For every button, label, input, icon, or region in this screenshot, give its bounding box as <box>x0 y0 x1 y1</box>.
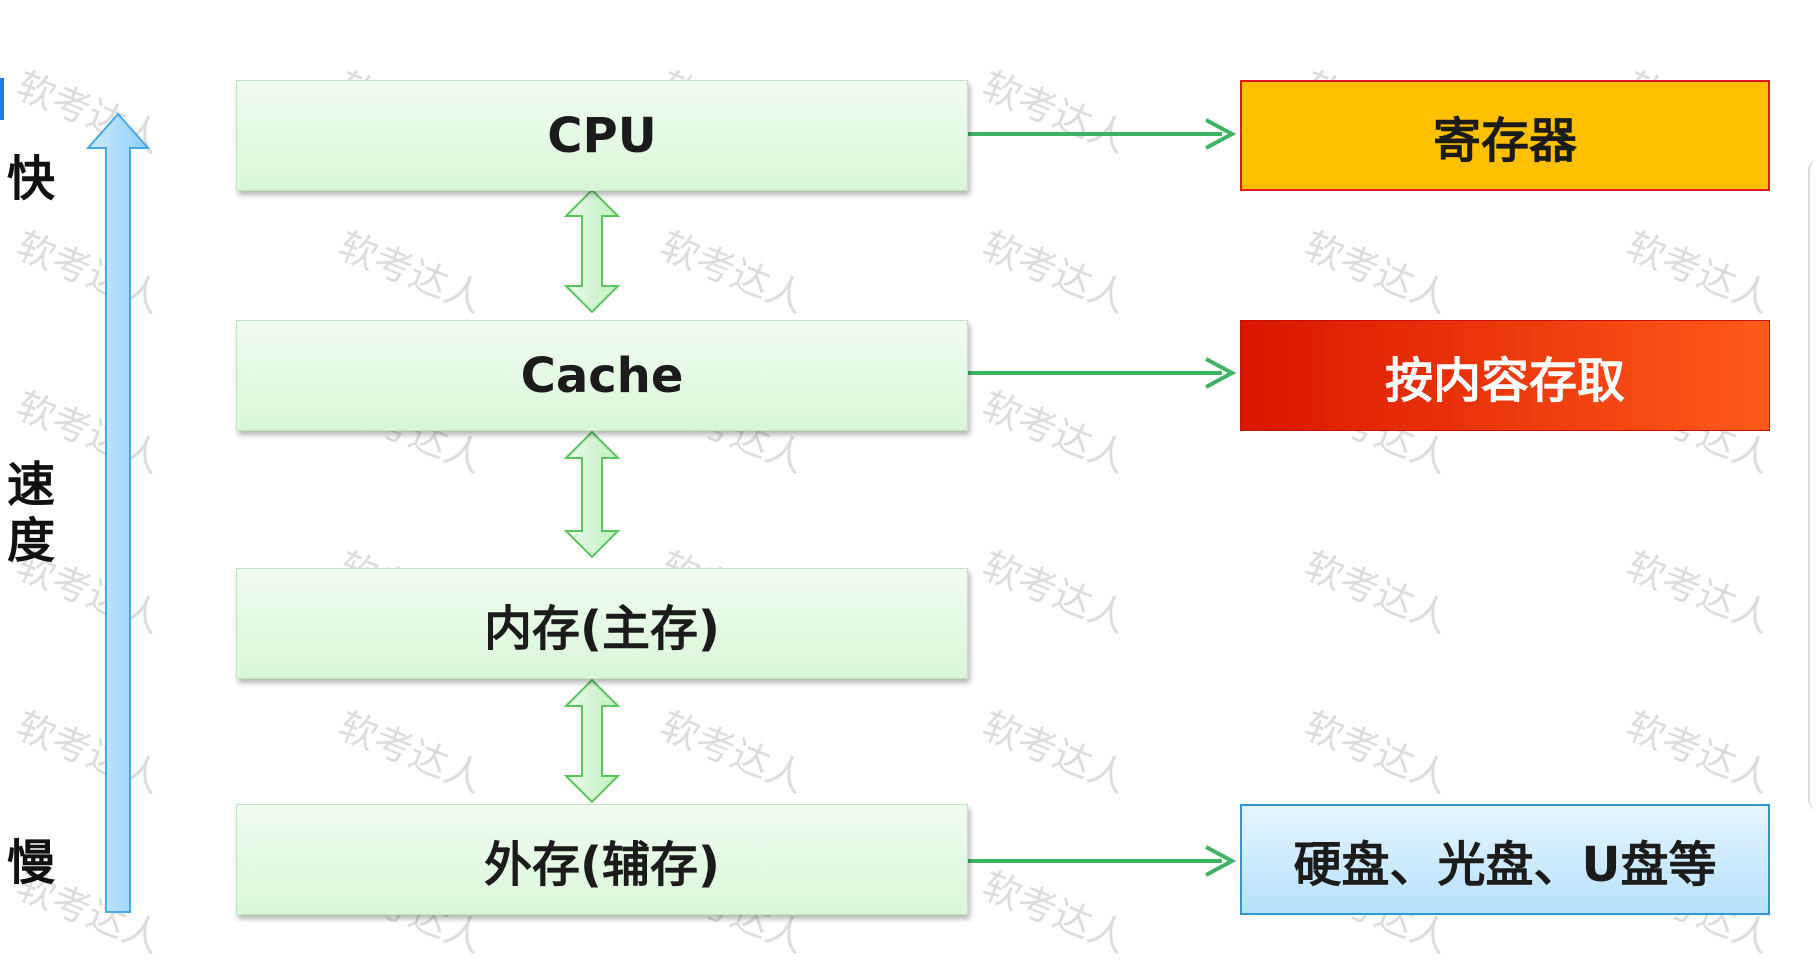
double-arrow-cpu-cache <box>563 188 621 314</box>
speed-label-char-1: 速 <box>6 457 55 513</box>
right-edge-frame <box>1808 160 1816 810</box>
arrow-cache-to-content <box>968 357 1237 389</box>
speed-fast-label: 快 <box>6 151 55 207</box>
speed-slow-label: 慢 <box>6 835 55 891</box>
register-box: 寄存器 <box>1240 80 1770 191</box>
content-addressed-box: 按内容存取 <box>1240 320 1770 431</box>
disk-examples-box: 硬盘、光盘、U盘等 <box>1240 804 1770 915</box>
level-cache: Cache <box>236 320 968 431</box>
level-external-storage: 外存(辅存) <box>236 804 968 915</box>
arrow-cpu-to-register <box>968 118 1237 150</box>
level-cpu: CPU <box>236 80 968 191</box>
arrow-storage-to-disks <box>968 845 1237 877</box>
speed-axis-arrow <box>85 112 151 913</box>
double-arrow-cache-memory <box>563 430 621 559</box>
level-main-memory: 内存(主存) <box>236 568 968 679</box>
double-arrow-memory-storage <box>563 678 621 804</box>
left-edge-marker <box>0 78 4 120</box>
speed-label-char-2: 度 <box>6 513 55 569</box>
